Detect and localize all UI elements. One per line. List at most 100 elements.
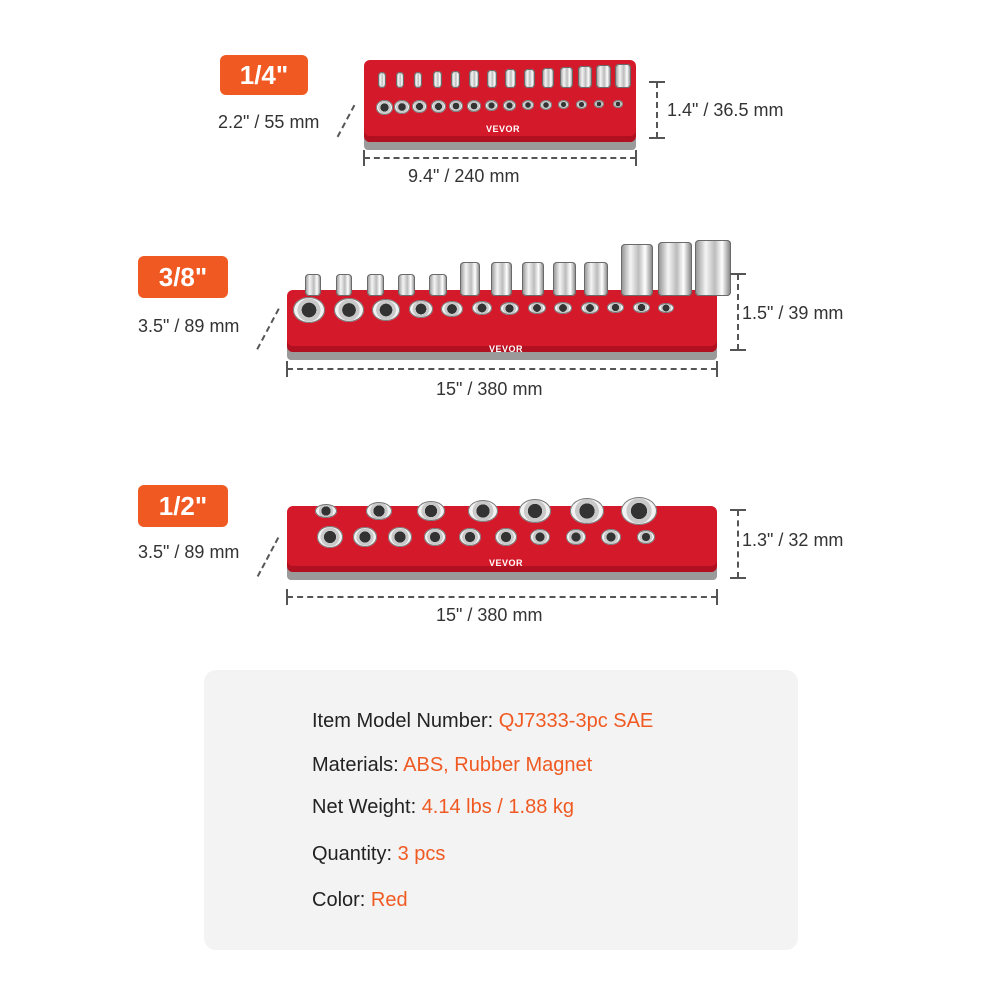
height-dimension-label: 1.3" / 32 mm bbox=[742, 530, 844, 550]
socket bbox=[658, 242, 692, 296]
socket bbox=[596, 65, 612, 88]
width-dimension-line bbox=[286, 361, 718, 377]
socket-opening bbox=[658, 302, 674, 313]
socket-opening bbox=[558, 100, 569, 109]
socket bbox=[584, 262, 608, 296]
socket bbox=[396, 72, 405, 88]
socket bbox=[523, 69, 535, 88]
socket-opening bbox=[636, 530, 655, 544]
brand-logo: VEVOR bbox=[489, 558, 524, 568]
socket-tray-quarter: VEVOR bbox=[364, 60, 636, 150]
size-badge-three-eighths: 3/8" bbox=[138, 256, 228, 298]
socket-opening bbox=[394, 100, 411, 114]
spec-label: Color: bbox=[312, 889, 366, 911]
socket-opening bbox=[565, 529, 586, 545]
socket bbox=[487, 70, 498, 88]
brand-logo: VEVOR bbox=[486, 124, 521, 134]
socket bbox=[429, 274, 447, 296]
spec-materials: Materials: ABS, Rubber Magnet bbox=[312, 754, 592, 777]
height-dimension-line bbox=[730, 273, 746, 351]
socket bbox=[560, 67, 573, 88]
socket-opening bbox=[417, 501, 445, 521]
depth-dimension-label: 3.5" / 89 mm bbox=[138, 316, 240, 336]
spec-model-number: Item Model Number: QJ7333-3pc SAE bbox=[312, 710, 653, 733]
socket bbox=[367, 274, 384, 296]
height-dimension-label: 1.5" / 39 mm bbox=[742, 303, 844, 323]
socket-opening bbox=[601, 529, 621, 545]
socket bbox=[695, 240, 731, 296]
socket-opening bbox=[317, 526, 343, 548]
spec-label: Net Weight: bbox=[312, 796, 417, 818]
socket-opening bbox=[315, 504, 337, 518]
socket bbox=[541, 68, 554, 88]
socket bbox=[469, 70, 479, 88]
spec-panel bbox=[204, 670, 798, 950]
socket-opening bbox=[459, 528, 481, 546]
socket-opening bbox=[293, 297, 325, 324]
depth-dimension-line bbox=[256, 537, 280, 577]
socket bbox=[578, 66, 593, 88]
spec-label: Quantity: bbox=[312, 843, 393, 865]
socket-opening bbox=[527, 302, 546, 314]
socket-opening bbox=[576, 100, 588, 109]
width-dimension-label: 9.4" / 240 mm bbox=[408, 166, 520, 186]
socket-opening bbox=[632, 302, 650, 314]
socket-opening bbox=[594, 100, 605, 108]
socket-opening bbox=[539, 100, 552, 110]
socket-opening bbox=[366, 502, 392, 520]
socket bbox=[614, 64, 631, 88]
width-dimension-label: 15" / 380 mm bbox=[436, 379, 543, 399]
socket-opening bbox=[467, 100, 481, 112]
socket-opening bbox=[408, 300, 433, 318]
socket bbox=[505, 69, 517, 88]
socket-opening bbox=[612, 100, 623, 108]
spec-value: Red bbox=[370, 889, 408, 911]
width-dimension-line bbox=[363, 150, 637, 166]
socket-opening bbox=[500, 301, 519, 315]
depth-dimension-label: 2.2" / 55 mm bbox=[218, 112, 320, 132]
height-dimension-label: 1.4" / 36.5 mm bbox=[667, 100, 784, 120]
socket-opening bbox=[607, 302, 624, 314]
socket-opening bbox=[530, 529, 550, 545]
spec-value: 4.14 lbs / 1.88 kg bbox=[421, 796, 575, 818]
socket bbox=[460, 262, 480, 296]
socket bbox=[553, 262, 576, 296]
socket-opening bbox=[412, 100, 428, 113]
spec-net-weight: Net Weight: 4.14 lbs / 1.88 kg bbox=[312, 796, 574, 819]
spec-value: 3 pcs bbox=[397, 843, 446, 865]
brand-logo: VEVOR bbox=[489, 344, 524, 354]
socket-opening bbox=[519, 499, 551, 523]
socket-opening bbox=[503, 100, 517, 111]
socket-opening bbox=[333, 298, 364, 322]
spec-quantity: Quantity: 3 pcs bbox=[312, 843, 445, 866]
socket-tray-three-eighths: VEVOR bbox=[287, 240, 731, 360]
spec-label: Item Model Number: bbox=[312, 710, 494, 732]
size-badge-quarter: 1/4" bbox=[220, 55, 308, 95]
socket bbox=[414, 72, 423, 88]
socket bbox=[336, 274, 352, 296]
width-dimension-line bbox=[286, 589, 718, 605]
socket bbox=[621, 244, 653, 296]
height-dimension-line bbox=[649, 81, 665, 139]
socket-opening bbox=[468, 500, 498, 522]
socket-opening bbox=[423, 528, 446, 546]
depth-dimension-label: 3.5" / 89 mm bbox=[138, 542, 240, 562]
socket-opening bbox=[430, 100, 446, 113]
socket-tray-half: VEVOR bbox=[287, 490, 717, 580]
socket bbox=[491, 262, 512, 296]
spec-label: Materials: bbox=[312, 754, 399, 776]
socket bbox=[522, 262, 544, 296]
depth-dimension-line bbox=[336, 104, 356, 138]
socket-opening bbox=[376, 100, 393, 115]
spec-color: Color: Red bbox=[312, 889, 408, 912]
socket-opening bbox=[494, 528, 517, 546]
socket-opening bbox=[372, 298, 400, 321]
socket-opening bbox=[570, 498, 604, 524]
spec-value: ABS, Rubber Magnet bbox=[403, 754, 593, 776]
socket-opening bbox=[621, 497, 657, 525]
size-badge-half: 1/2" bbox=[138, 485, 228, 527]
socket bbox=[378, 72, 386, 88]
socket-opening bbox=[352, 527, 377, 547]
socket-opening bbox=[580, 302, 599, 314]
socket-opening bbox=[388, 527, 412, 547]
